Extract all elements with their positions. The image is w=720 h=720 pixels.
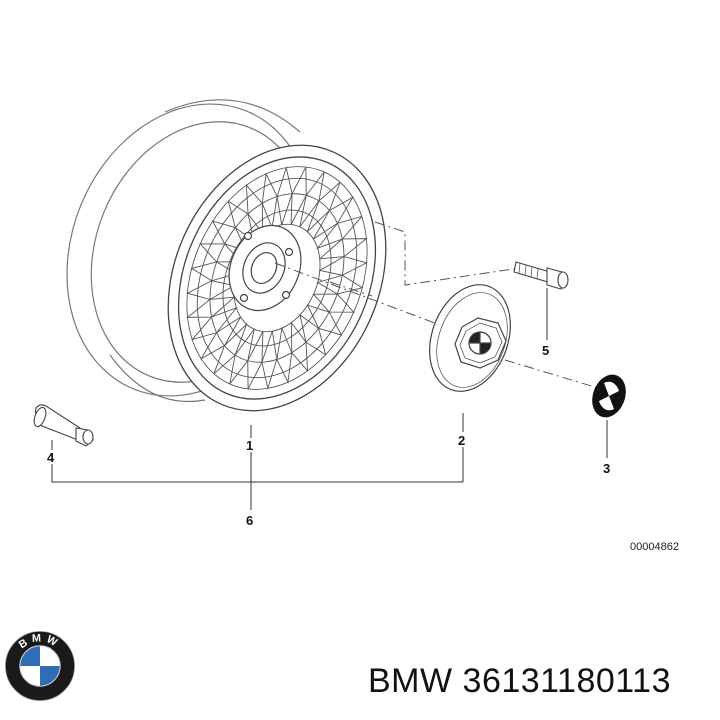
spoke-cell bbox=[261, 331, 278, 391]
spoke-cell bbox=[247, 331, 264, 390]
callout-2: 2 bbox=[458, 433, 465, 448]
spoke-cell bbox=[290, 321, 309, 373]
callout-5: 5 bbox=[542, 343, 549, 358]
callout-3: 3 bbox=[603, 461, 610, 476]
callout-4: 4 bbox=[47, 450, 55, 465]
spoke-cell bbox=[186, 296, 236, 318]
logo-quadrant-blue-2 bbox=[40, 666, 61, 687]
spoke-cell bbox=[318, 256, 368, 276]
spoke-cell bbox=[306, 304, 343, 336]
spoke-cell bbox=[299, 171, 325, 228]
spoke-cell bbox=[186, 280, 236, 300]
spoke-cell bbox=[211, 220, 248, 252]
spoke-cell bbox=[199, 316, 242, 360]
spoke-cell bbox=[316, 215, 364, 250]
wheel-spokes bbox=[186, 165, 368, 391]
spoke-cell bbox=[190, 306, 238, 341]
spoke-cell bbox=[213, 323, 248, 375]
logo-quadrant-blue-1 bbox=[19, 645, 40, 666]
emblem-badge bbox=[592, 374, 626, 418]
leader-lines bbox=[51, 288, 608, 510]
spoke-cell bbox=[199, 243, 242, 263]
spoke-cell bbox=[229, 328, 255, 385]
part-number-label: BMW 36131180113 bbox=[368, 662, 671, 700]
callout-6: 6 bbox=[246, 513, 253, 528]
wheel-lattice bbox=[186, 165, 368, 391]
bmw-logo: BMW bbox=[5, 631, 75, 701]
spoke-cell bbox=[276, 165, 293, 225]
wheel-hub bbox=[228, 224, 302, 312]
assembly-axis-lines bbox=[274, 221, 599, 389]
spoke-cell bbox=[227, 200, 255, 243]
spoke-cell bbox=[299, 313, 327, 356]
callout-1: 1 bbox=[246, 438, 253, 453]
spoke-cell bbox=[306, 181, 341, 233]
wheel-bolt bbox=[513, 261, 569, 290]
spoke-cell bbox=[318, 238, 368, 260]
spoke-cell bbox=[261, 172, 278, 230]
spoke-cell bbox=[312, 196, 355, 240]
diagram-reference-number: 00004862 bbox=[630, 541, 679, 553]
spoke-cell bbox=[190, 261, 238, 282]
spoke-cell bbox=[276, 326, 293, 384]
valve-stem bbox=[33, 404, 94, 447]
spoke-cell bbox=[312, 293, 355, 313]
center-cap bbox=[429, 284, 511, 392]
spoke-cell bbox=[290, 166, 307, 225]
spoke-cell bbox=[316, 274, 364, 295]
spoke-cell bbox=[245, 183, 264, 235]
